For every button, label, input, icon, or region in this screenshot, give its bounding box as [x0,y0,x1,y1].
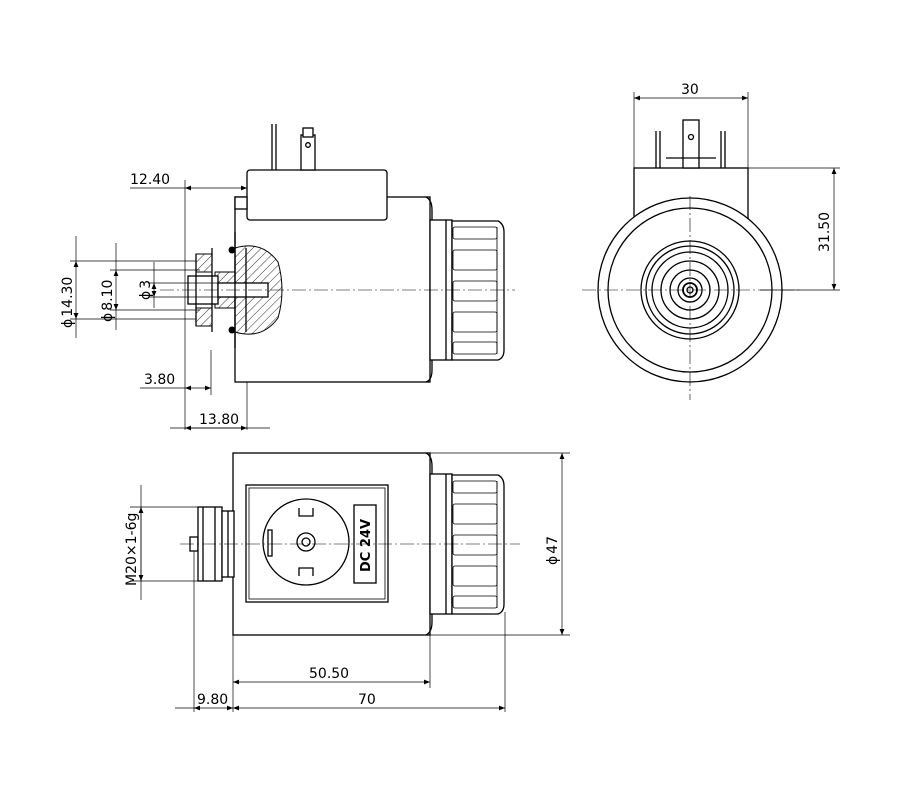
top-ribbed-nut [429,473,505,615]
pin-center [300,134,316,171]
dim-13-80: 13.80 [199,412,239,428]
connector-housing [246,169,388,221]
oring-top [228,246,236,254]
dim-phi-14-30: 14.30 [60,277,76,317]
dim-31-50: 31.50 [817,212,833,252]
housing-step [234,196,248,210]
dim-12-40: 12.40 [130,172,170,188]
dim-phi-3: 3 [138,280,154,289]
svg-text:ϕ14.30: ϕ 14.30 [60,277,76,328]
dim-3-80: 3.80 [144,372,175,388]
side-pin-center [682,119,700,169]
ribbed-nut [429,219,505,361]
oring-bottom [228,326,236,334]
dim-30: 30 [681,82,699,98]
svg-text:ϕ8.10: ϕ8.10 [100,280,116,322]
dim-9-80: 9.80 [197,692,228,708]
top-connector-round [262,498,350,586]
svg-text:ϕ47: ϕ47 [545,536,561,565]
dim-phi-8-10: 8.10 [100,280,116,311]
dim-70: 70 [358,692,376,708]
dim-phi-47: 47 [545,536,561,554]
svg-text:ϕ3: ϕ3 [138,280,154,300]
dim-50-50: 50.50 [309,666,349,682]
voltage-label: DC 24V [359,519,374,572]
side-view: 30 31.50 [582,82,840,400]
dim-m20: M20×1-6g [124,513,140,586]
top-view: DC 24V M20×1-6g ϕ47 50.50 [124,452,570,712]
phi-symbol: ϕ [60,319,76,328]
front-view: 12.40 ϕ 14.30 ϕ8.10 ϕ3 3.80 13.80 [60,124,515,431]
